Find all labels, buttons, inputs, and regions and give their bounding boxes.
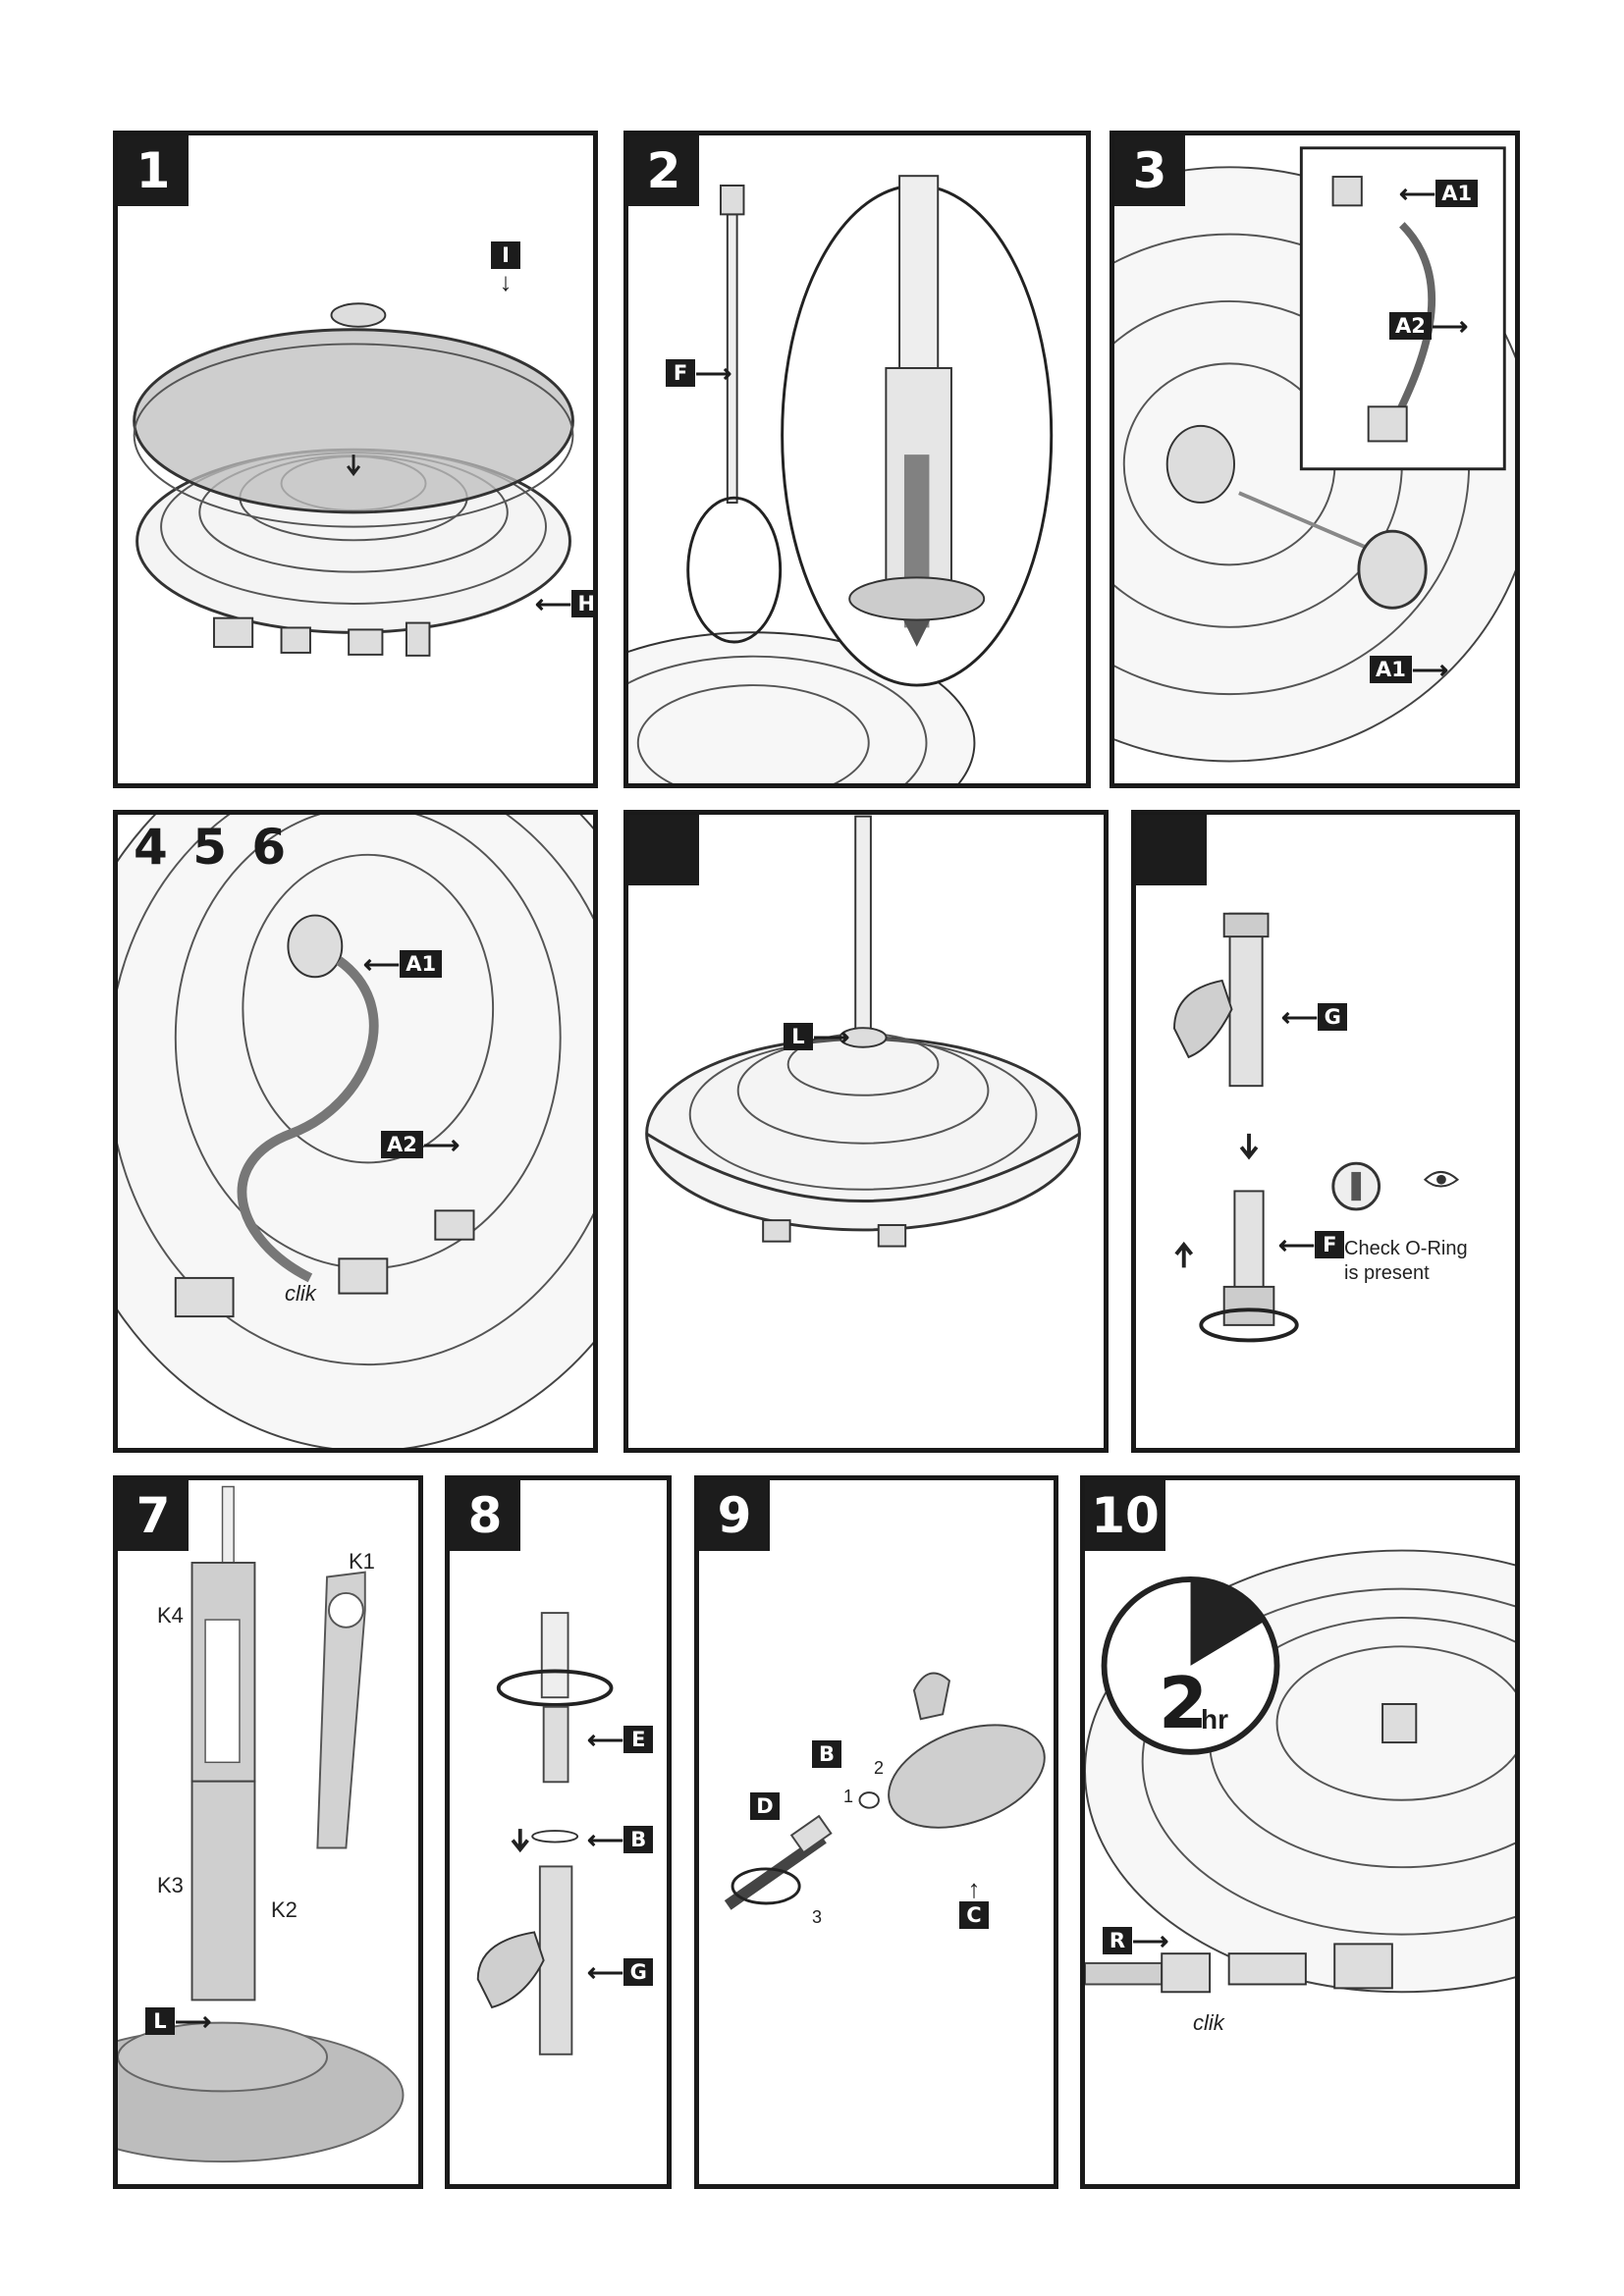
label-a1-bottom: A1⟶ <box>1370 656 1448 683</box>
panel-9: 9 B D ↑C 1 2 3 <box>694 1475 1058 2189</box>
label-d: D <box>750 1792 780 1820</box>
panel-3: 3 ⟵A1 A2⟶ A1⟶ <box>1110 131 1520 788</box>
click-sound-text: clik <box>1193 2010 1224 2035</box>
label-f: F⟶ <box>666 359 731 387</box>
step-1-marker: 1 <box>843 1787 854 1806</box>
label-c: ↑C <box>959 1876 989 1929</box>
panel-7: 7 K1 K4 K3 K2 L⟶ <box>113 1475 423 2189</box>
pool-assembled-illustration <box>645 815 1081 1248</box>
panel-10: 10 2 hr R⟶ clik <box>1080 1475 1520 2189</box>
step-number: 2 <box>628 135 699 206</box>
step-number: 4 5 6 <box>134 819 291 876</box>
label-a2: A2⟶ <box>381 1131 460 1158</box>
note-line-1: Check O-Ring <box>1344 1238 1468 1259</box>
label-f: ⟵F <box>1278 1231 1345 1258</box>
label-k2: K2 <box>271 1897 298 1922</box>
label-e: ⟵E <box>587 1726 654 1753</box>
valve-assembly-illustration <box>1173 912 1460 1343</box>
label-h: ⟵H <box>535 590 593 617</box>
hose-connection-illustration <box>1114 146 1515 763</box>
connector-assembly-illustration <box>476 1612 614 2056</box>
panel-8: 8 ⟵E ⟵B ⟵G <box>445 1475 672 2189</box>
step-number: 10 <box>1085 1480 1165 1551</box>
step-3-marker: 3 <box>812 1907 823 1927</box>
hose-routing-illustration <box>118 815 593 1448</box>
panel-5: L⟶ <box>623 810 1109 1453</box>
step-number: 1 <box>118 135 189 206</box>
step-2-marker: 2 <box>874 1758 885 1778</box>
check-oring-note: Check O-Ring is present <box>1344 1237 1468 1286</box>
panel-1: 1 I↓ ⟵H <box>113 131 598 788</box>
step-number <box>1136 815 1207 885</box>
label-g: ⟵G <box>1281 1003 1348 1031</box>
label-k3: K3 <box>157 1873 184 1897</box>
label-r: R⟶ <box>1103 1927 1168 1954</box>
label-l: L⟶ <box>784 1023 849 1050</box>
label-k1: K1 <box>349 1549 375 1574</box>
label-b: ⟵B <box>587 1826 654 1853</box>
step-number: 7 <box>118 1480 189 1551</box>
label-b: B <box>812 1740 841 1768</box>
shower-post-illustration <box>118 1485 405 2163</box>
label-g: ⟵G <box>587 1958 654 1986</box>
timer-number: 2 <box>1159 1662 1209 1744</box>
step-number: 3 <box>1114 135 1185 206</box>
pool-connection-illustration <box>1085 1549 1515 1994</box>
timer-unit: hr <box>1201 1704 1228 1735</box>
panel-2: 2 F⟶ <box>623 131 1091 788</box>
label-i: I↓ <box>491 241 520 294</box>
label-l: L⟶ <box>145 2007 211 2035</box>
label-a1: ⟵A1 <box>363 950 443 978</box>
panel-4: 4 5 6 ⟵A1 A2⟶ clik <box>113 810 598 1453</box>
step-number <box>628 815 699 885</box>
label-a1-top: ⟵A1 <box>1399 180 1479 207</box>
step-number: 9 <box>699 1480 770 1551</box>
pipe-insert-illustration <box>628 175 1054 783</box>
pool-cover-illustration <box>133 302 574 657</box>
note-line-2: is present <box>1344 1262 1430 1284</box>
label-k4: K4 <box>157 1603 184 1628</box>
label-a2: A2⟶ <box>1389 312 1468 340</box>
click-sound-text: clik <box>285 1281 316 1306</box>
shower-head-illustration <box>724 1672 1046 1910</box>
panel-6: ⟵G ⟵F Check O-Ring is present <box>1131 810 1520 1453</box>
step-number: 8 <box>450 1480 520 1551</box>
